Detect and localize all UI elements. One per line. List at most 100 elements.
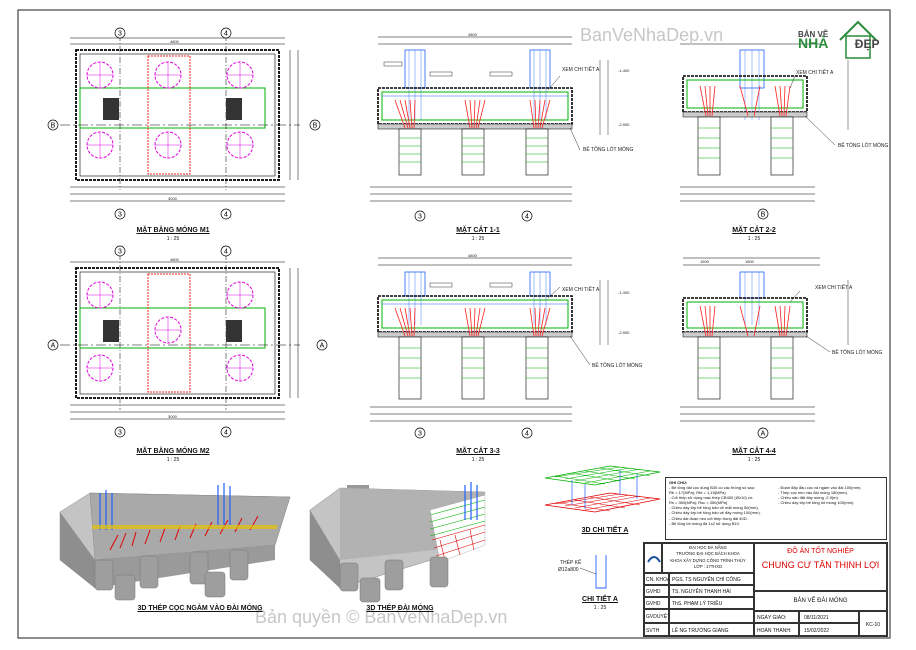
view-3d-steel-cap bbox=[309, 482, 486, 603]
title-3d-view-1: 3D THÉP CỌC NGÀM VÀO ĐÀI MÓNG bbox=[137, 605, 263, 612]
callout-thep-ke-spec: Ø12a800 bbox=[558, 567, 579, 573]
axis-4-bubble-s33: 4 bbox=[521, 427, 533, 439]
callout-xem-chi-tiet-2: XEM CHI TIẾT A bbox=[796, 70, 834, 76]
dim-mid-m1: 3000 bbox=[168, 196, 177, 201]
axis-4-bubble-m1-top: 4 bbox=[220, 27, 232, 39]
role-2: GVHD bbox=[644, 585, 669, 597]
callout-be-tong-lot-3: BÊ TÔNG LÓT MÓNG bbox=[592, 363, 643, 369]
project-info: ĐỒ ÁN TỐT NGHIỆP CHUNG CƯ TÂN THỊNH LỢI bbox=[754, 543, 887, 591]
svg-text:B: B bbox=[51, 123, 56, 130]
title-3d-view-2: 3D THÉP ĐÀI MÓNG bbox=[366, 605, 434, 612]
plan-m1 bbox=[60, 35, 300, 202]
title-3d-detail-a: 3D CHI TIẾT A bbox=[581, 527, 629, 534]
callout-xem-chi-tiet-1: XEM CHI TIẾT A bbox=[562, 67, 600, 73]
role-1: CN. KHOA bbox=[644, 573, 669, 585]
sheet-name: BẢN VẼ ĐÀI MÓNG bbox=[754, 591, 887, 611]
note-line: - Chiều dày lớp bê tông bảo vệ đáy móng … bbox=[669, 510, 761, 516]
svg-text:3: 3 bbox=[118, 249, 122, 256]
scale-sec-4-4: 1 : 25 bbox=[747, 457, 761, 463]
callout-xem-chi-tiet-4: XEM CHI TIẾT A bbox=[815, 285, 853, 291]
date-given-label: NGÀY GIAO: bbox=[754, 611, 799, 623]
title-block: ĐẠI HỌC ĐÀ NẴNG TRƯỜNG ĐẠI HỌC BÁCH KHOA… bbox=[643, 542, 888, 637]
dim-elev2-s11: -2.900 bbox=[618, 122, 630, 127]
svg-text:4: 4 bbox=[525, 214, 529, 221]
date-given: 08/11/2021 bbox=[799, 611, 859, 623]
note-line: - Bê tông đài cọc dùng B30 có các thông … bbox=[669, 485, 756, 490]
dim-part-s22: 1500 bbox=[700, 259, 709, 264]
dim-elev2-s33: -2.900 bbox=[618, 330, 630, 335]
sheet-number: KC-10 bbox=[859, 611, 887, 636]
svg-text:A: A bbox=[761, 431, 766, 438]
view-3d-steel-piles bbox=[59, 483, 291, 601]
title-plan-m1: MẶT BẰNG MÓNG M1 bbox=[136, 227, 210, 234]
note-line: - Đoạn đập đầu cọc và ngàm vào đài 100(m… bbox=[778, 485, 862, 490]
person-2: TS. NGUYỄN THANH HẢI bbox=[669, 585, 754, 597]
axis-b-bubble-s22: B bbox=[757, 208, 769, 220]
axis-3-bubble-m1-bottom: 3 bbox=[114, 208, 126, 220]
callout-thep-ke: THÉP KẾ bbox=[560, 560, 582, 566]
school-info: ĐẠI HỌC ĐÀ NẴNG TRƯỜNG ĐẠI HỌC BÁCH KHOA… bbox=[662, 543, 754, 573]
notes-heading: GHI CHÚ: bbox=[669, 480, 688, 485]
dim-elev1-s11: -1.400 bbox=[618, 68, 630, 73]
dim-elev1-s33: -1.400 bbox=[618, 290, 630, 295]
logo-line3: ĐẸP bbox=[854, 37, 880, 51]
date-done-label: HOÀN THÀNH: bbox=[754, 623, 799, 636]
svg-text:A: A bbox=[51, 343, 56, 350]
note-line: Rb = 17(MPa); Rbt = 1,15(MPa) bbox=[669, 490, 726, 496]
axis-3-bubble-s33: 3 bbox=[414, 427, 426, 439]
school-line: TRƯỜNG ĐẠI HỌC BÁCH KHOA bbox=[676, 551, 740, 557]
scale-sec-2-2: 1 : 25 bbox=[747, 236, 761, 242]
axis-a-bubble-s44: A bbox=[757, 427, 769, 439]
axis-3-bubble-s11: 3 bbox=[414, 210, 426, 222]
watermark-top: BanVeNhaDep.vn bbox=[580, 25, 724, 45]
svg-text:4: 4 bbox=[224, 249, 228, 256]
scale-detail-a: 1 : 25 bbox=[593, 605, 607, 611]
plan-m2 bbox=[60, 254, 300, 420]
svg-text:B: B bbox=[761, 212, 766, 219]
axis-4-bubble-m1-bottom: 4 bbox=[220, 208, 232, 220]
logo-line1: BẢN VẼ bbox=[798, 30, 829, 39]
svg-text:3: 3 bbox=[418, 431, 422, 438]
callout-be-tong-lot-2: BÊ TÔNG LÓT MÓNG bbox=[838, 143, 889, 149]
svg-text:4: 4 bbox=[224, 212, 228, 219]
axis-b-bubble-m1-left: B bbox=[47, 119, 59, 131]
title-sec-3-3: MẶT CẮT 3-3 bbox=[456, 448, 500, 455]
notes-box: GHI CHÚ: - Bê tông đài cọc dùng B30 có c… bbox=[665, 477, 887, 540]
svg-text:3: 3 bbox=[118, 212, 122, 219]
title-plan-m2: MẶT BẰNG MÓNG M2 bbox=[136, 448, 210, 455]
role-3: GVHD bbox=[644, 597, 669, 609]
note-line: - Chiều dày lớp bê tông bảo vệ mặt móng … bbox=[669, 505, 759, 511]
note-line: - Chiều dài đoạn neo cốt thép trong đài … bbox=[669, 515, 748, 521]
scale-plan-m2: 1 : 25 bbox=[166, 457, 180, 463]
dim-total-s33: 4800 bbox=[468, 253, 477, 258]
axis-3-bubble-m1-top: 3 bbox=[114, 27, 126, 39]
scale-plan-m1: 1 : 25 bbox=[166, 236, 180, 242]
title-sec-1-1: MẶT CẮT 1-1 bbox=[456, 227, 500, 234]
dim-total-m2: 4800 bbox=[170, 257, 179, 262]
section-3-3 bbox=[370, 257, 609, 422]
axis-a-bubble-m2-left: A bbox=[47, 339, 59, 351]
logo-line2: NHÀ bbox=[798, 35, 829, 51]
school-line: KHOA XÂY DỰNG CÔNG TRÌNH THỦY bbox=[670, 557, 746, 563]
axis-3-bubble-m2-bottom: 3 bbox=[114, 426, 126, 438]
dim-part2-s44: 1800 bbox=[745, 259, 754, 264]
dim-total-s11: 4800 bbox=[468, 32, 477, 37]
project-name: CHUNG CƯ TÂN THỊNH LỢI bbox=[761, 560, 880, 570]
person-5: LÊ NG TRƯỜNG GIANG bbox=[669, 623, 754, 636]
role-5: SVTH bbox=[644, 623, 669, 636]
person-1: PGS. TS NGUYỄN CHÍ CÔNG bbox=[669, 573, 754, 585]
date-done: 15/02/2022 bbox=[799, 623, 859, 636]
scale-sec-3-3: 1 : 25 bbox=[471, 457, 485, 463]
note-line: Rs = 350(MPa); Rsc = 350(MPa) bbox=[669, 500, 728, 506]
logo: BẢN VẼ NHÀ ĐẸP bbox=[798, 30, 880, 51]
svg-text:A: A bbox=[320, 343, 325, 350]
dim-mid-m2: 3000 bbox=[168, 414, 177, 419]
person-4 bbox=[669, 609, 754, 623]
detail-3d-a bbox=[544, 465, 661, 513]
section-2-2 bbox=[680, 43, 849, 202]
section-4-4 bbox=[680, 257, 849, 422]
note-line: - Bê tông lót móng đá 1x2 sử dụng B10. bbox=[669, 520, 740, 526]
notes-right: - Đoạn đập đầu cọc và ngàm vào đài 100(m… bbox=[778, 485, 883, 505]
school-line: ĐẠI HỌC ĐÀ NẴNG bbox=[689, 545, 727, 550]
